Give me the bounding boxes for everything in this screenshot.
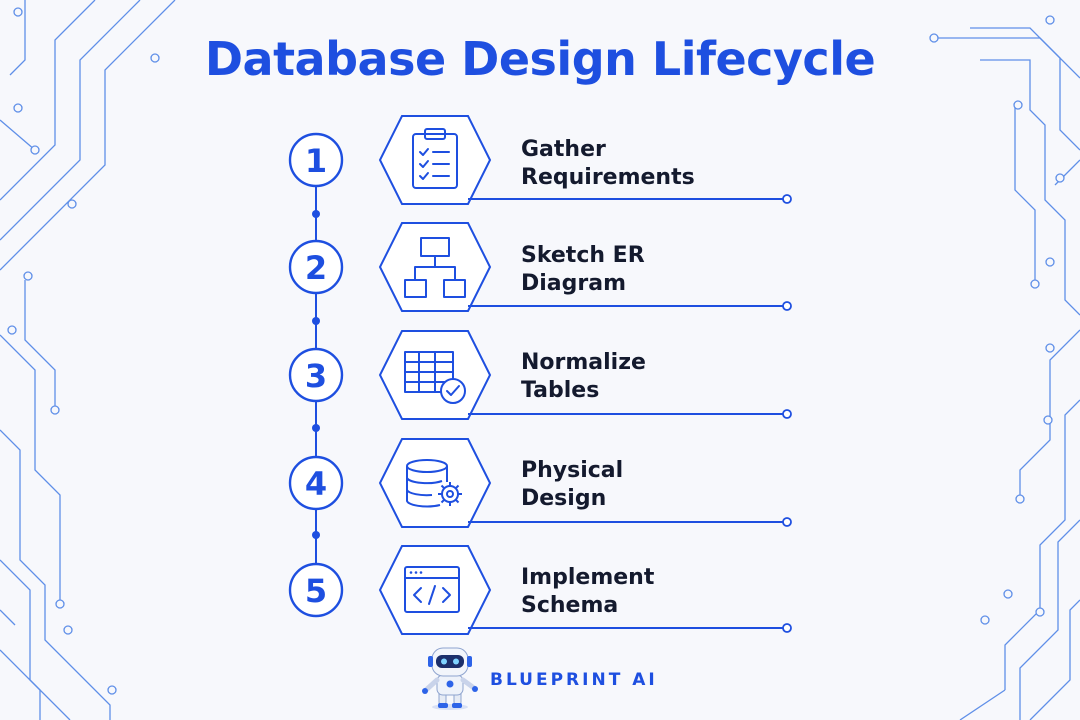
brand-name: BLUEPRINT AI — [490, 670, 658, 690]
clipboard-checklist-icon — [412, 128, 458, 189]
step-label-line: Design — [521, 486, 607, 511]
step-4: 4 — [288, 438, 792, 528]
step-number-badge — [288, 239, 344, 295]
step-hexagon — [378, 545, 492, 635]
step-connector-end — [782, 623, 792, 633]
step-number-badge — [288, 562, 344, 618]
step-5-label: Implement Schema — [521, 564, 781, 620]
step-number-badge — [288, 132, 344, 188]
step-3: 3 — [288, 330, 792, 420]
circuit-left-bottom — [0, 271, 117, 720]
step-number: 1 — [305, 142, 327, 180]
step-hexagon — [378, 115, 492, 205]
robot-mascot-icon — [422, 647, 478, 710]
step-label-line: Tables — [521, 378, 600, 403]
timeline-dot — [312, 210, 320, 218]
circuit-right-top — [929, 15, 1080, 316]
step-number-badge — [288, 347, 344, 403]
timeline-dot — [312, 317, 320, 325]
step-number: 2 — [305, 249, 327, 287]
step-1-label: Gather Requirements — [521, 136, 781, 192]
step-number-badge — [288, 455, 344, 511]
step-label-line: Implement — [521, 565, 655, 590]
step-2: 2 — [288, 222, 792, 312]
page-title: Database Design Lifecycle — [204, 32, 876, 86]
step-number: 5 — [305, 572, 327, 610]
step-connector-end — [782, 301, 792, 311]
step-2-label: Sketch ER Diagram — [521, 242, 781, 298]
step-label-line: Normalize — [521, 350, 646, 375]
code-window-icon — [404, 566, 460, 613]
step-connector-end — [782, 409, 792, 419]
timeline-dot — [312, 531, 320, 539]
table-check-icon — [404, 351, 466, 404]
step-3-label: Normalize Tables — [521, 349, 781, 405]
step-connector-end — [782, 517, 792, 527]
step-label-line: Requirements — [521, 165, 695, 190]
step-connector-end — [782, 194, 792, 204]
circuit-left-top — [0, 0, 176, 271]
step-1: 1 — [288, 115, 792, 205]
database-gear-icon — [405, 459, 462, 508]
step-label-line: Diagram — [521, 271, 627, 296]
timeline-dot — [312, 424, 320, 432]
step-number: 4 — [305, 465, 327, 503]
hierarchy-diagram-icon — [404, 237, 466, 298]
step-number: 3 — [305, 357, 327, 395]
step-4-label: Physical Design — [521, 457, 781, 513]
step-label-line: Gather — [521, 137, 606, 162]
step-label-line: Physical — [521, 458, 624, 483]
step-label-line: Schema — [521, 593, 619, 618]
circuit-right-bottom — [959, 329, 1080, 720]
step-label-line: Sketch ER — [521, 243, 645, 268]
step-5: 5 — [288, 545, 792, 635]
